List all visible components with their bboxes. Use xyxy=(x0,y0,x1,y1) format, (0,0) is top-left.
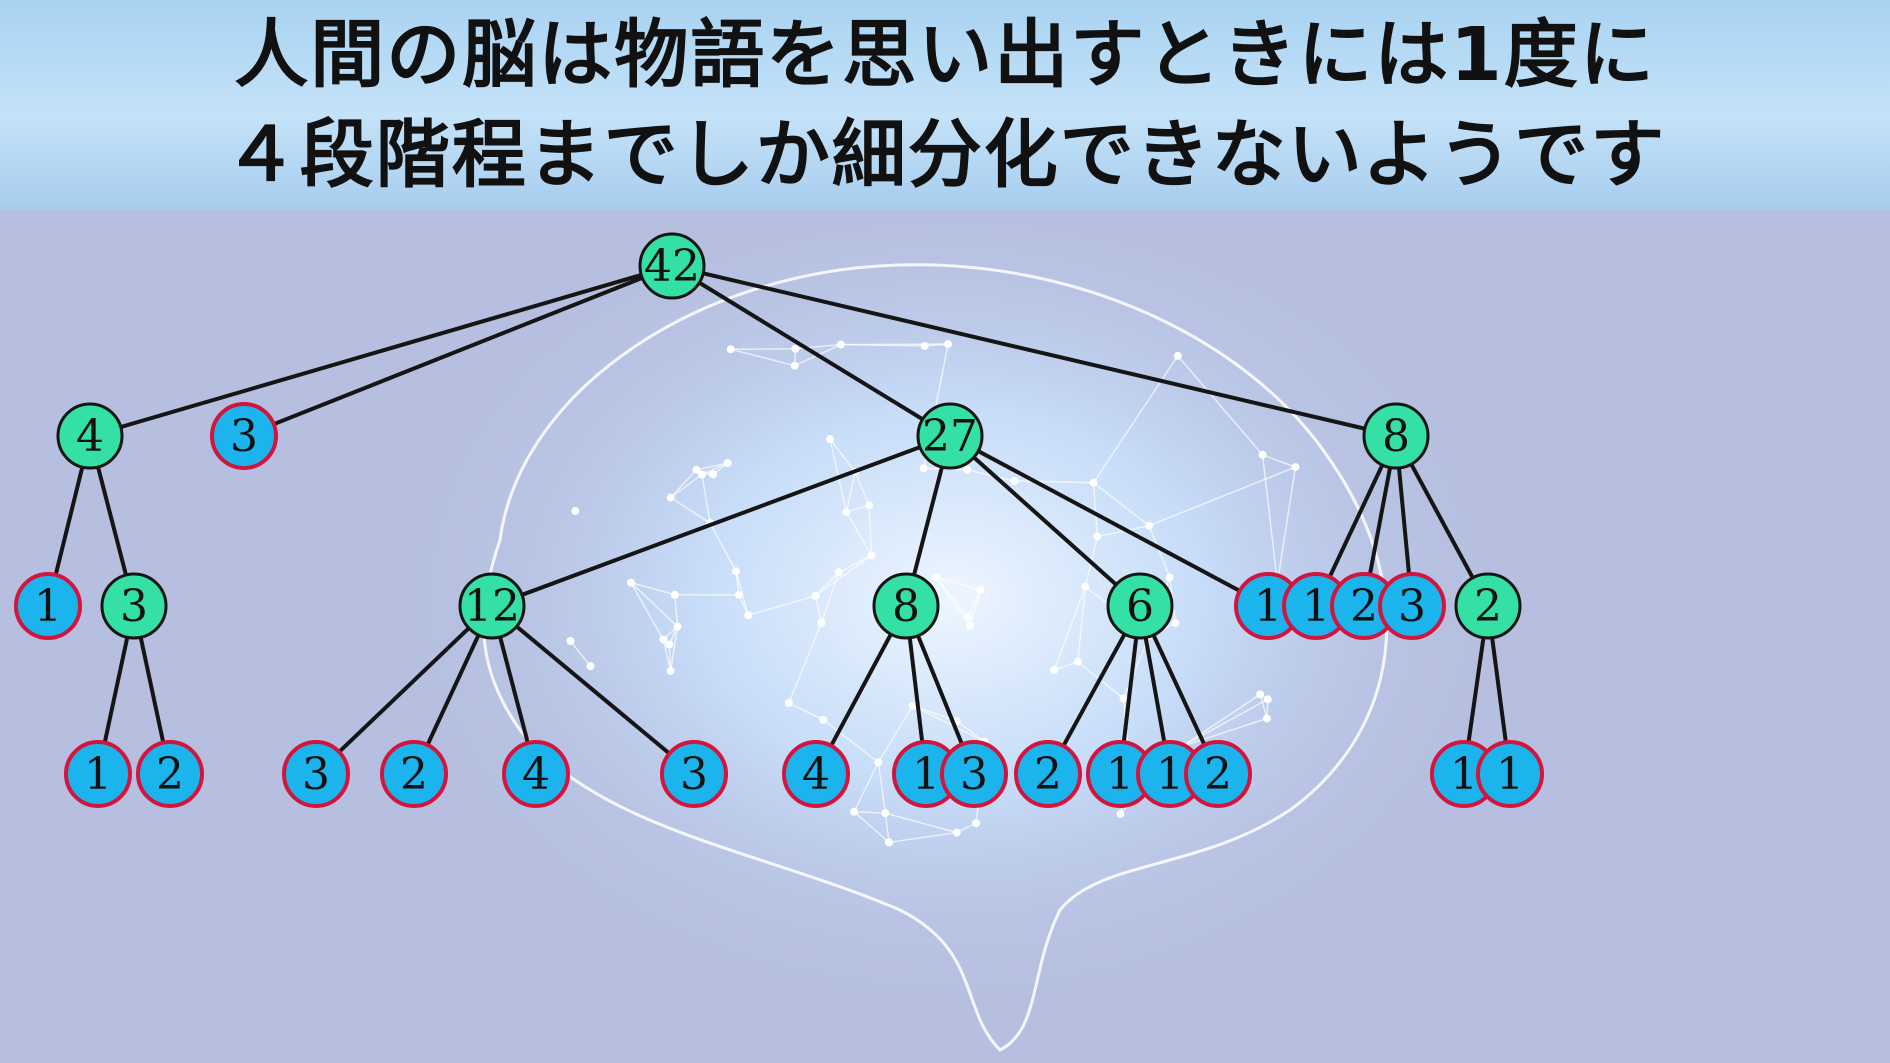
node-circle xyxy=(210,402,278,470)
node-label: 8 xyxy=(892,581,920,632)
node-label: 1 xyxy=(1106,749,1134,800)
node-circle xyxy=(940,740,1008,808)
node-label: 1 xyxy=(1496,749,1524,800)
node-label: 3 xyxy=(1398,581,1426,632)
tree-edge xyxy=(491,434,951,608)
node-circle xyxy=(660,740,728,808)
tree-edge xyxy=(949,434,1269,608)
tree-edge xyxy=(243,264,673,438)
node-label: 3 xyxy=(120,581,148,632)
leaf-node: 2 xyxy=(1184,740,1252,808)
node-circle xyxy=(502,740,570,808)
node-circle xyxy=(100,572,168,640)
node-circle xyxy=(1106,572,1174,640)
leaf-node: 3 xyxy=(1378,572,1446,640)
leaf-node: 3 xyxy=(660,740,728,808)
node-circle xyxy=(638,232,706,300)
node-circle xyxy=(14,572,82,640)
node-label: 12 xyxy=(464,581,520,632)
node-circle xyxy=(1476,740,1544,808)
node-circle xyxy=(136,740,204,808)
leaf-node: 4 xyxy=(782,740,850,808)
internal-node: 4 xyxy=(56,402,124,470)
node-label: 6 xyxy=(1126,581,1154,632)
node-label: 1 xyxy=(1450,749,1478,800)
tree-edge xyxy=(89,264,673,438)
node-label: 1 xyxy=(1302,581,1330,632)
internal-node: 3 xyxy=(100,572,168,640)
node-label: 2 xyxy=(1204,749,1232,800)
node-circle xyxy=(1378,572,1446,640)
node-circle xyxy=(458,572,526,640)
leaf-node: 3 xyxy=(210,402,278,470)
leaf-node: 1 xyxy=(1234,572,1302,640)
internal-node: 42 xyxy=(638,232,706,300)
tree-edge xyxy=(671,264,1397,438)
internal-node: 6 xyxy=(1106,572,1174,640)
leaf-node: 4 xyxy=(502,740,570,808)
title-line-2: ４段階程までしか細分化できないようです xyxy=(223,112,1667,198)
node-label: 3 xyxy=(960,749,988,800)
node-label: 42 xyxy=(644,241,700,292)
tree-edge xyxy=(314,604,494,776)
leaf-node: 3 xyxy=(940,740,1008,808)
node-label: 4 xyxy=(522,749,550,800)
title-banner: 人間の脳は物語を思い出すときには1度に ４段階程までしか細分化できないようです xyxy=(0,0,1890,210)
tree-edge xyxy=(948,434,1142,608)
tree-edge xyxy=(670,264,952,438)
node-label: 1 xyxy=(912,749,940,800)
leaf-node: 2 xyxy=(1014,740,1082,808)
leaf-node: 1 xyxy=(1476,740,1544,808)
node-circle xyxy=(380,740,448,808)
node-circle xyxy=(916,402,984,470)
leaf-node: 2 xyxy=(380,740,448,808)
node-label: 1 xyxy=(1254,581,1282,632)
node-label: 3 xyxy=(302,749,330,800)
node-circle xyxy=(1454,572,1522,640)
node-circle xyxy=(872,572,940,640)
node-label: 4 xyxy=(76,411,104,462)
node-label: 2 xyxy=(156,749,184,800)
node-label: 2 xyxy=(1474,581,1502,632)
node-label: 1 xyxy=(84,749,112,800)
node-circle xyxy=(56,402,124,470)
node-circle xyxy=(64,740,132,808)
node-label: 2 xyxy=(400,749,428,800)
brain-network-illustration xyxy=(390,220,1510,1060)
node-label: 1 xyxy=(34,581,62,632)
node-label: 2 xyxy=(1034,749,1062,800)
internal-node: 8 xyxy=(872,572,940,640)
node-circle xyxy=(1184,740,1252,808)
node-label: 1 xyxy=(1156,749,1184,800)
node-circle xyxy=(782,740,850,808)
leaf-node: 1 xyxy=(64,740,132,808)
node-circle xyxy=(282,740,350,808)
internal-node: 8 xyxy=(1362,402,1430,470)
title-line-1: 人間の脳は物語を思い出すときには1度に xyxy=(234,12,1656,98)
internal-node: 27 xyxy=(916,402,984,470)
node-label: 3 xyxy=(680,749,708,800)
node-label: 8 xyxy=(1382,411,1410,462)
node-label: 4 xyxy=(802,749,830,800)
tree-edge xyxy=(490,604,696,776)
node-label: 2 xyxy=(1350,581,1378,632)
internal-node: 2 xyxy=(1454,572,1522,640)
leaf-node: 1 xyxy=(14,572,82,640)
node-label: 27 xyxy=(922,411,978,462)
node-circle xyxy=(1014,740,1082,808)
internal-node: 12 xyxy=(458,572,526,640)
node-label: 3 xyxy=(230,411,258,462)
node-circle xyxy=(1362,402,1430,470)
leaf-node: 3 xyxy=(282,740,350,808)
leaf-node: 2 xyxy=(136,740,204,808)
